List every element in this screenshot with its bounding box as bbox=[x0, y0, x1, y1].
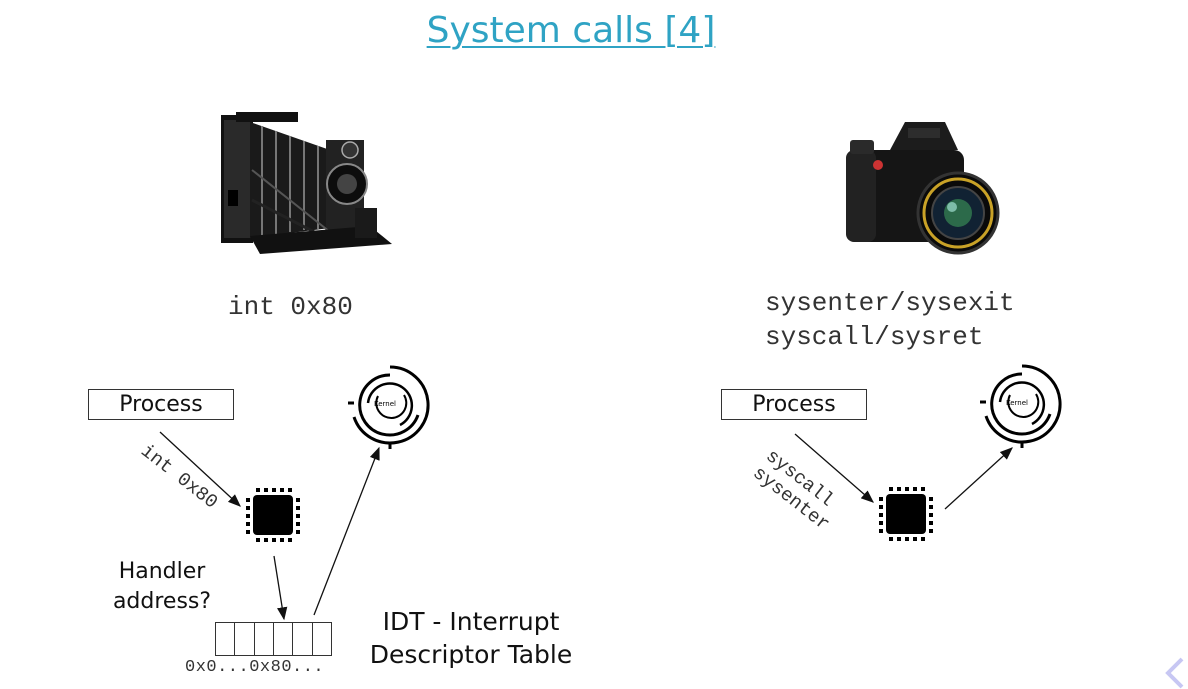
handler-line-2: address? bbox=[112, 589, 212, 614]
cpu-to-idt-arrow bbox=[273, 555, 288, 621]
handler-line-1: Handler bbox=[118, 559, 206, 584]
previous-slide-button[interactable] bbox=[1160, 655, 1188, 689]
process-to-cpu-arrow bbox=[159, 431, 241, 507]
right-process-label: Process bbox=[752, 392, 836, 417]
idt-entry bbox=[274, 623, 294, 655]
idt-caption-line-1: IDT - Interrupt bbox=[382, 607, 560, 636]
sysenter-sysexit-line: sysenter/sysexit bbox=[765, 288, 1015, 318]
idt-entry bbox=[216, 623, 236, 655]
left-cpu-chip-icon bbox=[246, 488, 300, 542]
handler-address-question: Handler address? bbox=[104, 557, 220, 617]
fast-syscall-instructions: sysenter/sysexit syscall/sysret bbox=[765, 286, 1015, 354]
chevron-left-icon bbox=[1165, 657, 1184, 689]
left-kernel-label: Kernel bbox=[374, 400, 396, 408]
slide-title: System calls [4] bbox=[426, 10, 716, 51]
idt-entry bbox=[293, 623, 313, 655]
syscall-sysret-line: syscall/sysret bbox=[765, 322, 984, 352]
right-process-to-cpu-arrow bbox=[794, 433, 874, 503]
idt-index-label: 0x0...0x80... bbox=[185, 658, 325, 677]
right-cpu-to-kernel-arrow bbox=[944, 447, 1013, 510]
left-process-box: Process bbox=[88, 389, 234, 420]
idt-table bbox=[215, 622, 332, 656]
right-process-box: Process bbox=[721, 389, 867, 420]
left-kernel-icon bbox=[346, 365, 430, 451]
right-kernel-label: Kernel bbox=[1006, 399, 1028, 407]
int-0x80-instruction: int 0x80 bbox=[228, 292, 353, 322]
left-process-label: Process bbox=[119, 392, 203, 417]
idt-entry bbox=[255, 623, 274, 655]
idt-to-kernel-arrow bbox=[313, 446, 380, 616]
right-cpu-chip-icon bbox=[879, 487, 933, 541]
idt-caption: IDT - Interrupt Descriptor Table bbox=[366, 605, 576, 671]
right-kernel-icon bbox=[978, 364, 1062, 450]
idt-entry bbox=[235, 623, 255, 655]
idt-caption-line-2: Descriptor Table bbox=[369, 640, 573, 669]
